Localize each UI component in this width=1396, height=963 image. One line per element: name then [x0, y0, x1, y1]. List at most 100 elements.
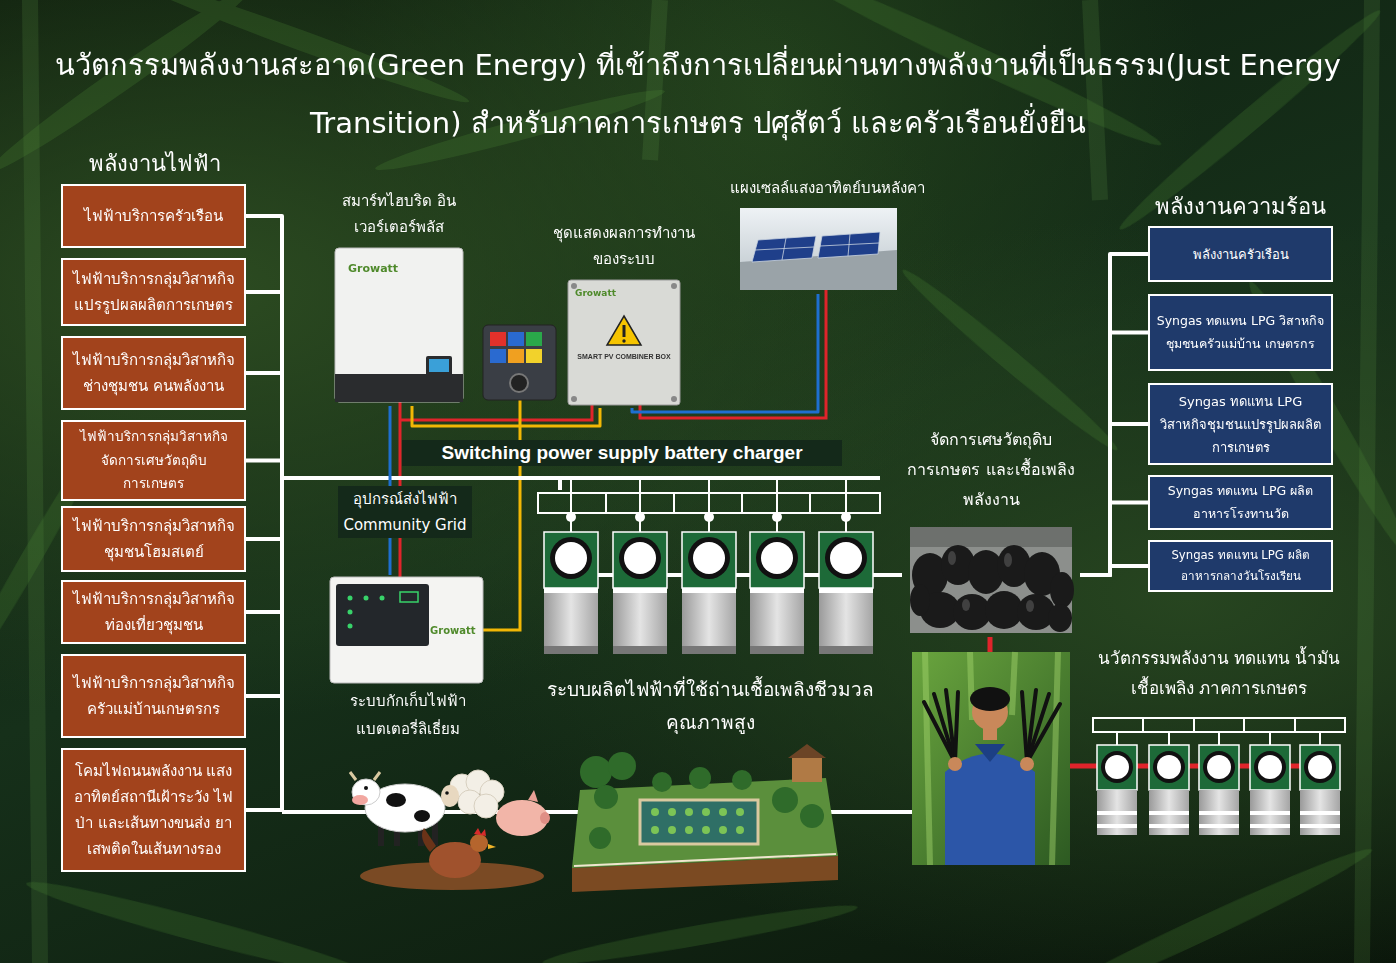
charger-label: Switching power supply battery charger	[402, 440, 842, 466]
display-panel-part	[483, 325, 556, 400]
biomass-bags-picture-part-part	[1004, 553, 1012, 567]
display-panel-part	[526, 332, 542, 346]
system-caption: ระบบผลิตไฟฟ้าที่ใช้ถ่านเชื้อเพลิงชีวมวล …	[530, 673, 890, 739]
farm-diorama-part-part	[736, 826, 744, 834]
small-gasifier-bracket-part	[1244, 718, 1295, 732]
gasifier-units	[544, 532, 873, 654]
biomass-bags-picture-part-part	[1026, 600, 1034, 612]
farm-diorama-part	[572, 778, 838, 868]
livestock-illustration	[350, 770, 550, 890]
generator-dots-part	[635, 512, 645, 522]
livestock-illustration-part	[422, 828, 436, 852]
device-label: แผงเซลล์แสงอาทิตย์บนหลังคา	[705, 176, 949, 200]
box-text: ไฟฟ้าบริการกลุ่มวิสาหกิจ ครัวแม่บ้านเกษต…	[69, 670, 238, 722]
box-text: ไฟฟ้าบริการกลุ่มวิสาหกิจ ท่องเที่ยวชุมชน	[69, 586, 238, 638]
bamboo-leaves-part	[541, 897, 860, 963]
display-panel-part	[508, 349, 524, 363]
rooftop-solar-picture-part	[752, 236, 816, 262]
person-photo-part-part	[955, 692, 958, 762]
battery-picture-part	[330, 577, 483, 683]
combiner-box-picture-part	[622, 339, 625, 342]
farm-diorama-part-part	[652, 772, 672, 792]
livestock-illustration-part	[350, 772, 380, 780]
electric-service-box: ไฟฟ้าบริการกลุ่มวิสาหกิจ จัดการเศษวัตถุด…	[61, 420, 246, 501]
biomass-bags-picture-part	[948, 551, 1034, 612]
battery-picture-part	[380, 596, 385, 601]
fuel-line	[890, 573, 902, 577]
farm-diorama-part-part	[736, 808, 744, 816]
battery-picture-part	[364, 596, 369, 601]
bamboo-background-part	[1090, 0, 1100, 200]
power-bus-line	[246, 373, 560, 490]
livestock-illustration-part	[386, 793, 406, 807]
biomass-bags-picture-part-part	[948, 551, 956, 565]
biomass-bags-picture-part-part	[962, 599, 970, 611]
small-gasifier-units-part	[1250, 745, 1290, 835]
generator-bracket	[538, 478, 880, 532]
display-panel	[483, 325, 556, 400]
rooftop-solar-picture-part	[820, 243, 879, 246]
livestock-illustration-part	[445, 791, 449, 795]
farm-diorama-part-part	[732, 770, 752, 790]
electric-service-box: ไฟฟ้าบริการกลุ่มวิสาหกิจ ครัวแม่บ้านเกษต…	[61, 654, 246, 738]
inverter-picture-part	[429, 359, 449, 372]
farm-diorama-part-part	[719, 826, 727, 834]
livestock-illustration-part	[540, 812, 550, 824]
livestock-illustration-part	[528, 790, 538, 802]
battery-picture-part	[336, 584, 429, 646]
system-caption: จัดการเศษวัตถุดิบ การเกษตร และเชื้อเพลิง…	[902, 425, 1080, 515]
fuel-substitute-array: นวัตกรรมพลังงาน ทดแทน น้ำมันเชื้อเพลิง ภ…	[1088, 643, 1350, 838]
rooftop-solar-picture-part	[818, 232, 880, 258]
farm-diorama-part-part	[772, 787, 798, 813]
electric-service-box: ไฟฟ้าบริการกลุ่มวิสาหกิจ แปรรูปผลผลิตการ…	[61, 258, 246, 326]
bamboo-background	[30, 0, 1372, 963]
box-text: ไฟฟ้าบริการครัวเรือน	[69, 203, 238, 229]
combiner-box-picture-part	[568, 280, 680, 405]
small-gasifier-units-part	[1199, 745, 1239, 835]
biomass-bags-picture-part	[910, 527, 1072, 547]
rooftop-solar-picture-part	[782, 238, 786, 260]
box-text: ไฟฟ้าบริการกลุ่มวิสาหกิจ จัดการเศษวัตถุด…	[69, 425, 238, 495]
person-photo-part-part	[970, 652, 972, 720]
farm-diorama-part-part	[594, 785, 618, 809]
rooftop-solar-picture	[740, 208, 897, 290]
farm-diorama-part-part	[668, 826, 676, 834]
combiner-box-picture	[568, 280, 680, 405]
bamboo-leaves-part	[23, 872, 377, 963]
heat-service-box: Syngas ทดแทน LPG วิสาหกิจชุมชนครัวแม่บ้า…	[1148, 294, 1333, 371]
power-bus-line	[246, 478, 560, 810]
rooftop-solar-panel: แผงเซลล์แสงอาทิตย์บนหลังคา	[705, 176, 949, 294]
livestock-illustration-part	[441, 785, 459, 807]
small-gasifier-bracket-part	[1319, 732, 1321, 745]
display-panel-part	[526, 349, 542, 363]
bamboo-leaves-part	[896, 262, 1123, 457]
combiner-box-picture-part	[607, 316, 641, 345]
livestock-illustration-part	[352, 795, 368, 805]
person-photo-part-part	[1052, 652, 1058, 865]
battery-picture	[330, 577, 483, 683]
electric-service-box: โคมไฟถนนพลังงาน แสงอาทิตย์สถานีเฝ้าระวัง…	[61, 748, 246, 872]
farm-diorama-part-part	[719, 808, 727, 816]
small-gasifier-units-part	[1097, 745, 1137, 835]
person-photo-part	[912, 652, 1070, 865]
person-photo-part-part	[1022, 692, 1027, 762]
heat-service-box: พลังงานครัวเรือน	[1148, 226, 1333, 282]
electric-service-box: ไฟฟ้าบริการกลุ่มวิสาหกิจ ท่องเที่ยวชุมชน	[61, 580, 246, 644]
combiner-box-picture-part	[571, 396, 577, 402]
gasifier-units-part	[750, 532, 804, 654]
small-gasifier-bracket-part	[1295, 718, 1345, 732]
farm-diorama-part	[788, 744, 826, 758]
small-gasifier-bracket-part	[1218, 732, 1220, 745]
heat-service-box: Syngas ทดแทน LPG ผลิตอาหารโรงทานวัด	[1148, 475, 1333, 530]
box-text: พลังงานครัวเรือน	[1156, 243, 1325, 266]
yellow-signal-wire	[483, 400, 520, 630]
combiner-box-picture-part	[671, 396, 677, 402]
gasifier-units-part	[544, 532, 598, 654]
inverter-picture-part	[335, 374, 463, 402]
small-gasifier-bracket-part	[1116, 732, 1118, 745]
person-photo-part	[945, 754, 1035, 866]
person-photo-part	[924, 690, 1060, 762]
combiner-box-picture-part	[623, 325, 626, 337]
